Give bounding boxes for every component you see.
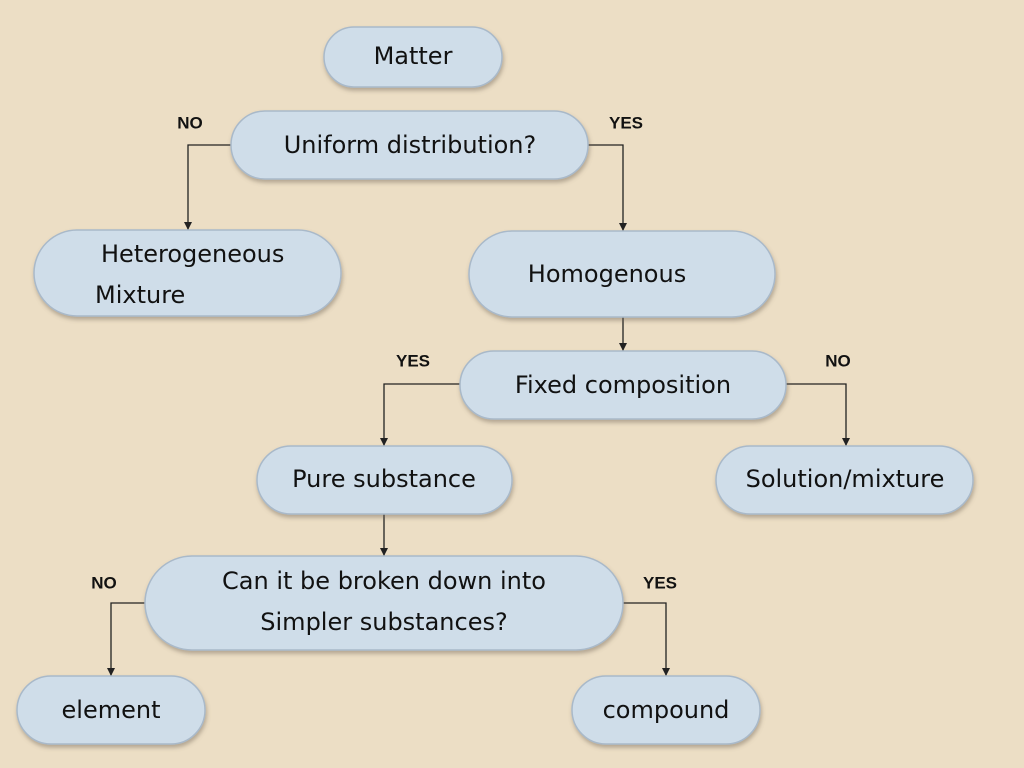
node-fixed: Fixed composition bbox=[459, 350, 787, 420]
node-matter-shape bbox=[323, 26, 503, 88]
node-uniform-line-1: Uniform distribution? bbox=[284, 131, 537, 159]
branch-label-fixed-yes: YES bbox=[396, 351, 430, 370]
node-compound-line-1: compound bbox=[603, 696, 730, 724]
branch-labels: NO YES YES NO NO YES bbox=[91, 113, 851, 592]
node-pure-shape bbox=[256, 445, 513, 515]
connector-fixed-yes bbox=[380, 383, 460, 446]
node-matter: Matter bbox=[323, 26, 503, 88]
connector-uniform-no bbox=[184, 144, 231, 230]
node-solution: Solution/mixture bbox=[715, 445, 974, 515]
node-uniform-shape bbox=[230, 110, 589, 180]
node-element-shape bbox=[16, 675, 206, 745]
branch-label-uniform-yes: YES bbox=[609, 113, 643, 132]
branch-label-fixed-no: NO bbox=[825, 351, 851, 370]
connector-fixed-no bbox=[786, 383, 850, 446]
node-fixed-shape bbox=[459, 350, 787, 420]
connector-broken-no bbox=[107, 602, 145, 676]
connector-broken-yes bbox=[623, 602, 670, 676]
node-homogenous-shape bbox=[468, 230, 776, 318]
node-solution-shape bbox=[715, 445, 974, 515]
node-heterogeneous-line-1: Heterogeneous bbox=[101, 240, 284, 268]
node-homogenous: Homogenous bbox=[468, 230, 776, 318]
node-pure-line-1: Pure substance bbox=[292, 465, 476, 493]
branch-label-uniform-no: NO bbox=[177, 113, 203, 132]
node-broken-line-2: Simpler substances? bbox=[260, 608, 507, 636]
node-uniform: Uniform distribution? bbox=[230, 110, 589, 180]
node-broken-line-1: Can it be broken down into bbox=[222, 567, 546, 595]
node-matter-line-1: Matter bbox=[374, 42, 453, 70]
connectors bbox=[107, 144, 850, 676]
node-broken-shape bbox=[144, 555, 624, 651]
branch-label-broken-yes: YES bbox=[643, 573, 677, 592]
branch-label-broken-no: NO bbox=[91, 573, 117, 592]
connector-uniform-yes bbox=[588, 144, 627, 231]
node-pure: Pure substance bbox=[256, 445, 513, 515]
node-heterogeneous-shape bbox=[33, 229, 342, 317]
node-fixed-line-1: Fixed composition bbox=[515, 371, 731, 399]
node-compound: compound bbox=[571, 675, 761, 745]
node-heterogeneous-line-2: Mixture bbox=[95, 281, 185, 309]
node-element: element bbox=[16, 675, 206, 745]
node-solution-line-1: Solution/mixture bbox=[746, 465, 945, 493]
node-element-line-1: element bbox=[62, 696, 161, 724]
node-compound-shape bbox=[571, 675, 761, 745]
node-homogenous-line-1: Homogenous bbox=[528, 260, 686, 288]
